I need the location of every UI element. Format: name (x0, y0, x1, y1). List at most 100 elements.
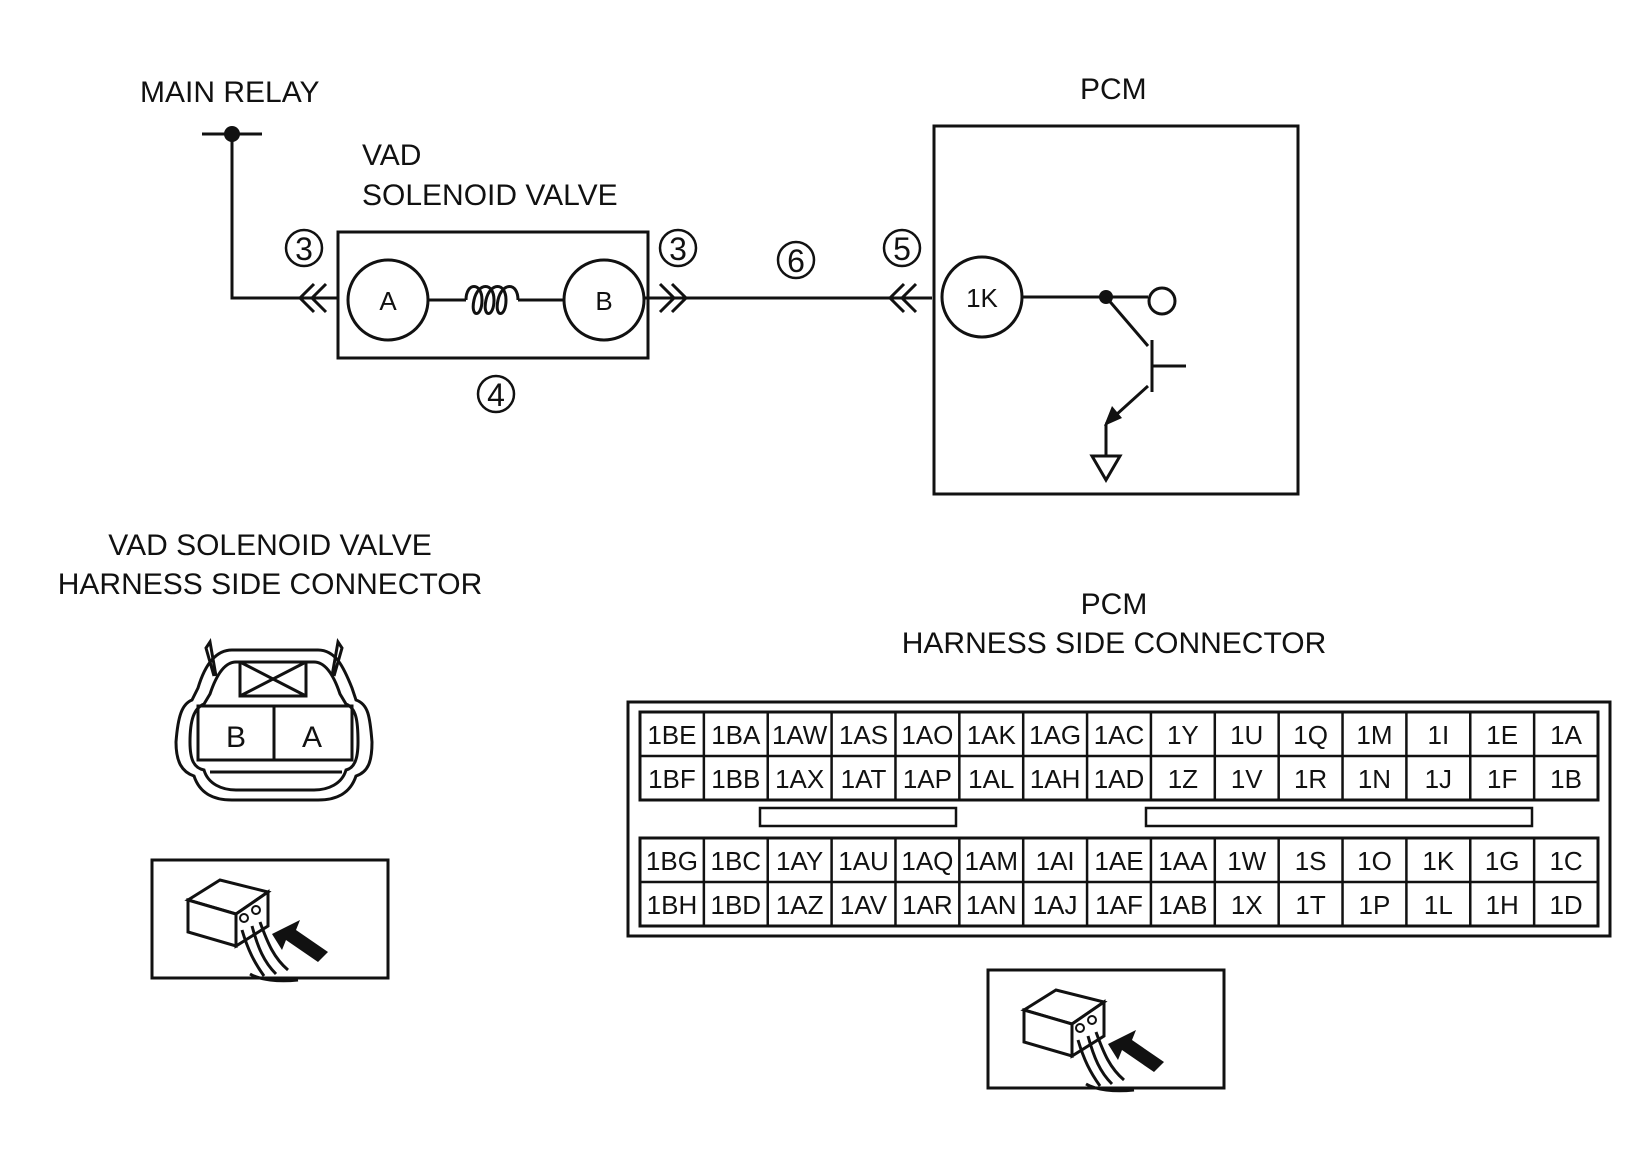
svg-text:6: 6 (787, 243, 805, 279)
pcm-pin-1ap: 1AP (903, 764, 952, 794)
pcm-pin-1i: 1I (1427, 720, 1449, 750)
pcm-pin-1ad: 1AD (1094, 764, 1145, 794)
pcm-pin-1ac: 1AC (1094, 720, 1145, 750)
pcm-connector-housing (626, 700, 1612, 938)
pcm-pin-1q: 1Q (1293, 720, 1328, 750)
pcm-pin-1as: 1AS (839, 720, 888, 750)
pcm-pin-1bb: 1BB (711, 764, 760, 794)
pcm-pin-1m: 1M (1356, 720, 1392, 750)
pcm-pin-1bc: 1BC (711, 846, 762, 876)
pcm-pin-1e: 1E (1486, 720, 1518, 750)
vad-connector-title-line2: HARNESS SIDE CONNECTOR (58, 568, 483, 601)
pcm-pin-1y: 1Y (1167, 720, 1199, 750)
pcm-pin-1aj: 1AJ (1033, 890, 1078, 920)
solenoid-valve-box (336, 230, 650, 360)
vad-view-direction-frame (150, 858, 390, 980)
pcm-pin-1c: 1C (1549, 846, 1582, 876)
pcm-pin-1ar: 1AR (902, 890, 953, 920)
harness-side-view-icon (186, 878, 330, 983)
right-connector-chevron (644, 282, 700, 314)
pcm-pin-1aa: 1AA (1158, 846, 1208, 876)
pcm-pin-1j: 1J (1425, 764, 1452, 794)
pcm-pin-1al: 1AL (968, 764, 1014, 794)
pcm-connector-grid: 1BE 1BA 1AW 1AS 1AO 1AK 1AG 1AC 1Y 1U 1Q 1M 1I 1E 1A 1B… (640, 712, 1598, 926)
svg-text:3: 3 (295, 231, 313, 267)
pcm-pin-1o: 1O (1357, 846, 1392, 876)
pcm-pin-1az: 1AZ (776, 890, 824, 920)
pcm-pin-1aq: 1AQ (901, 846, 953, 876)
pcm-pin-1h: 1H (1486, 890, 1519, 920)
pcm-pin-1ah: 1AH (1030, 764, 1081, 794)
pcm-view-direction-frame (986, 968, 1226, 1090)
callout-6: 6 (776, 240, 816, 280)
svg-text:3: 3 (669, 231, 687, 267)
pcm-pin-1r: 1R (1294, 764, 1327, 794)
pcm-label: PCM (1080, 73, 1147, 106)
svg-text:4: 4 (487, 377, 505, 413)
pcm-connector-title-line1: PCM (1081, 588, 1148, 621)
pcm-pin-1bf: 1BF (648, 764, 696, 794)
pcm-pin-1l: 1L (1424, 890, 1453, 920)
pcm-pin-1u: 1U (1230, 720, 1263, 750)
pcm-connector-key-left (758, 806, 958, 828)
pcm-pin-1ax: 1AX (775, 764, 824, 794)
transistor-icon (1022, 286, 1186, 483)
pcm-pin-1af: 1AF (1095, 890, 1143, 920)
terminal-b-label: B (595, 286, 612, 316)
pcm-connector-key-right (1144, 806, 1534, 828)
vad-connector-pin-b: B (226, 721, 246, 754)
pcm-connector-chevron (887, 282, 932, 314)
vad-connector-face (174, 638, 374, 802)
pcm-pin-1d: 1D (1549, 890, 1582, 920)
pcm-pin-1f: 1F (1487, 764, 1517, 794)
pcm-pin-1ba: 1BA (711, 720, 761, 750)
pcm-pin-1s: 1S (1295, 846, 1327, 876)
pcm-pin-1au: 1AU (838, 846, 889, 876)
pcm-pin-1at: 1AT (841, 764, 887, 794)
pcm-pin-1an: 1AN (966, 890, 1017, 920)
callout-4: 4 (476, 374, 516, 414)
terminal-a-label: A (379, 286, 397, 316)
pcm-pin-1am: 1AM (965, 846, 1018, 876)
left-connector-chevron (297, 282, 338, 314)
pcm-pin-1b: 1B (1550, 764, 1582, 794)
callout-3-left: 3 (284, 228, 324, 268)
vad-connector-pin-a: A (302, 721, 322, 754)
pcm-pin-1ab: 1AB (1158, 890, 1207, 920)
pcm-pin-1ai: 1AI (1036, 846, 1075, 876)
solenoid-valve-label: SOLENOID VALVE (362, 179, 618, 212)
main-relay-wire (202, 126, 300, 300)
pcm-box (932, 124, 1300, 496)
svg-text:5: 5 (893, 231, 911, 267)
pcm-pin-1ak: 1AK (967, 720, 1017, 750)
pcm-pin-1bd: 1BD (711, 890, 762, 920)
pcm-pin-1x: 1X (1231, 890, 1263, 920)
terminal-1k-label: 1K (966, 283, 998, 313)
pcm-pin-1p: 1P (1359, 890, 1391, 920)
pcm-pin-1w: 1W (1227, 846, 1266, 876)
solenoid-coil-icon (428, 285, 564, 315)
pcm-pin-1z: 1Z (1168, 764, 1198, 794)
pcm-pin-1t: 1T (1295, 890, 1325, 920)
pcm-pin-1ao: 1AO (901, 720, 953, 750)
pcm-pin-1g: 1G (1485, 846, 1520, 876)
callout-3-right: 3 (658, 228, 698, 268)
pcm-pin-1ag: 1AG (1029, 720, 1081, 750)
pcm-pin-1a: 1A (1550, 720, 1582, 750)
pcm-pin-1be: 1BE (647, 720, 696, 750)
pcm-pin-1v: 1V (1231, 764, 1263, 794)
pcm-pin-1av: 1AV (840, 890, 888, 920)
vad-connector-title-line1: VAD SOLENOID VALVE (108, 529, 431, 562)
callout-5: 5 (882, 228, 922, 268)
pcm-connector-title-line2: HARNESS SIDE CONNECTOR (902, 627, 1327, 660)
pcm-pin-1aw: 1AW (772, 720, 828, 750)
pcm-pin-1k: 1K (1422, 846, 1454, 876)
pcm-pin-1bg: 1BG (646, 846, 698, 876)
main-relay-label: MAIN RELAY (140, 76, 320, 109)
pcm-pin-1n: 1N (1358, 764, 1391, 794)
vad-label: VAD (362, 139, 421, 172)
pcm-pin-1bh: 1BH (647, 890, 698, 920)
pcm-pin-1ay: 1AY (776, 846, 823, 876)
